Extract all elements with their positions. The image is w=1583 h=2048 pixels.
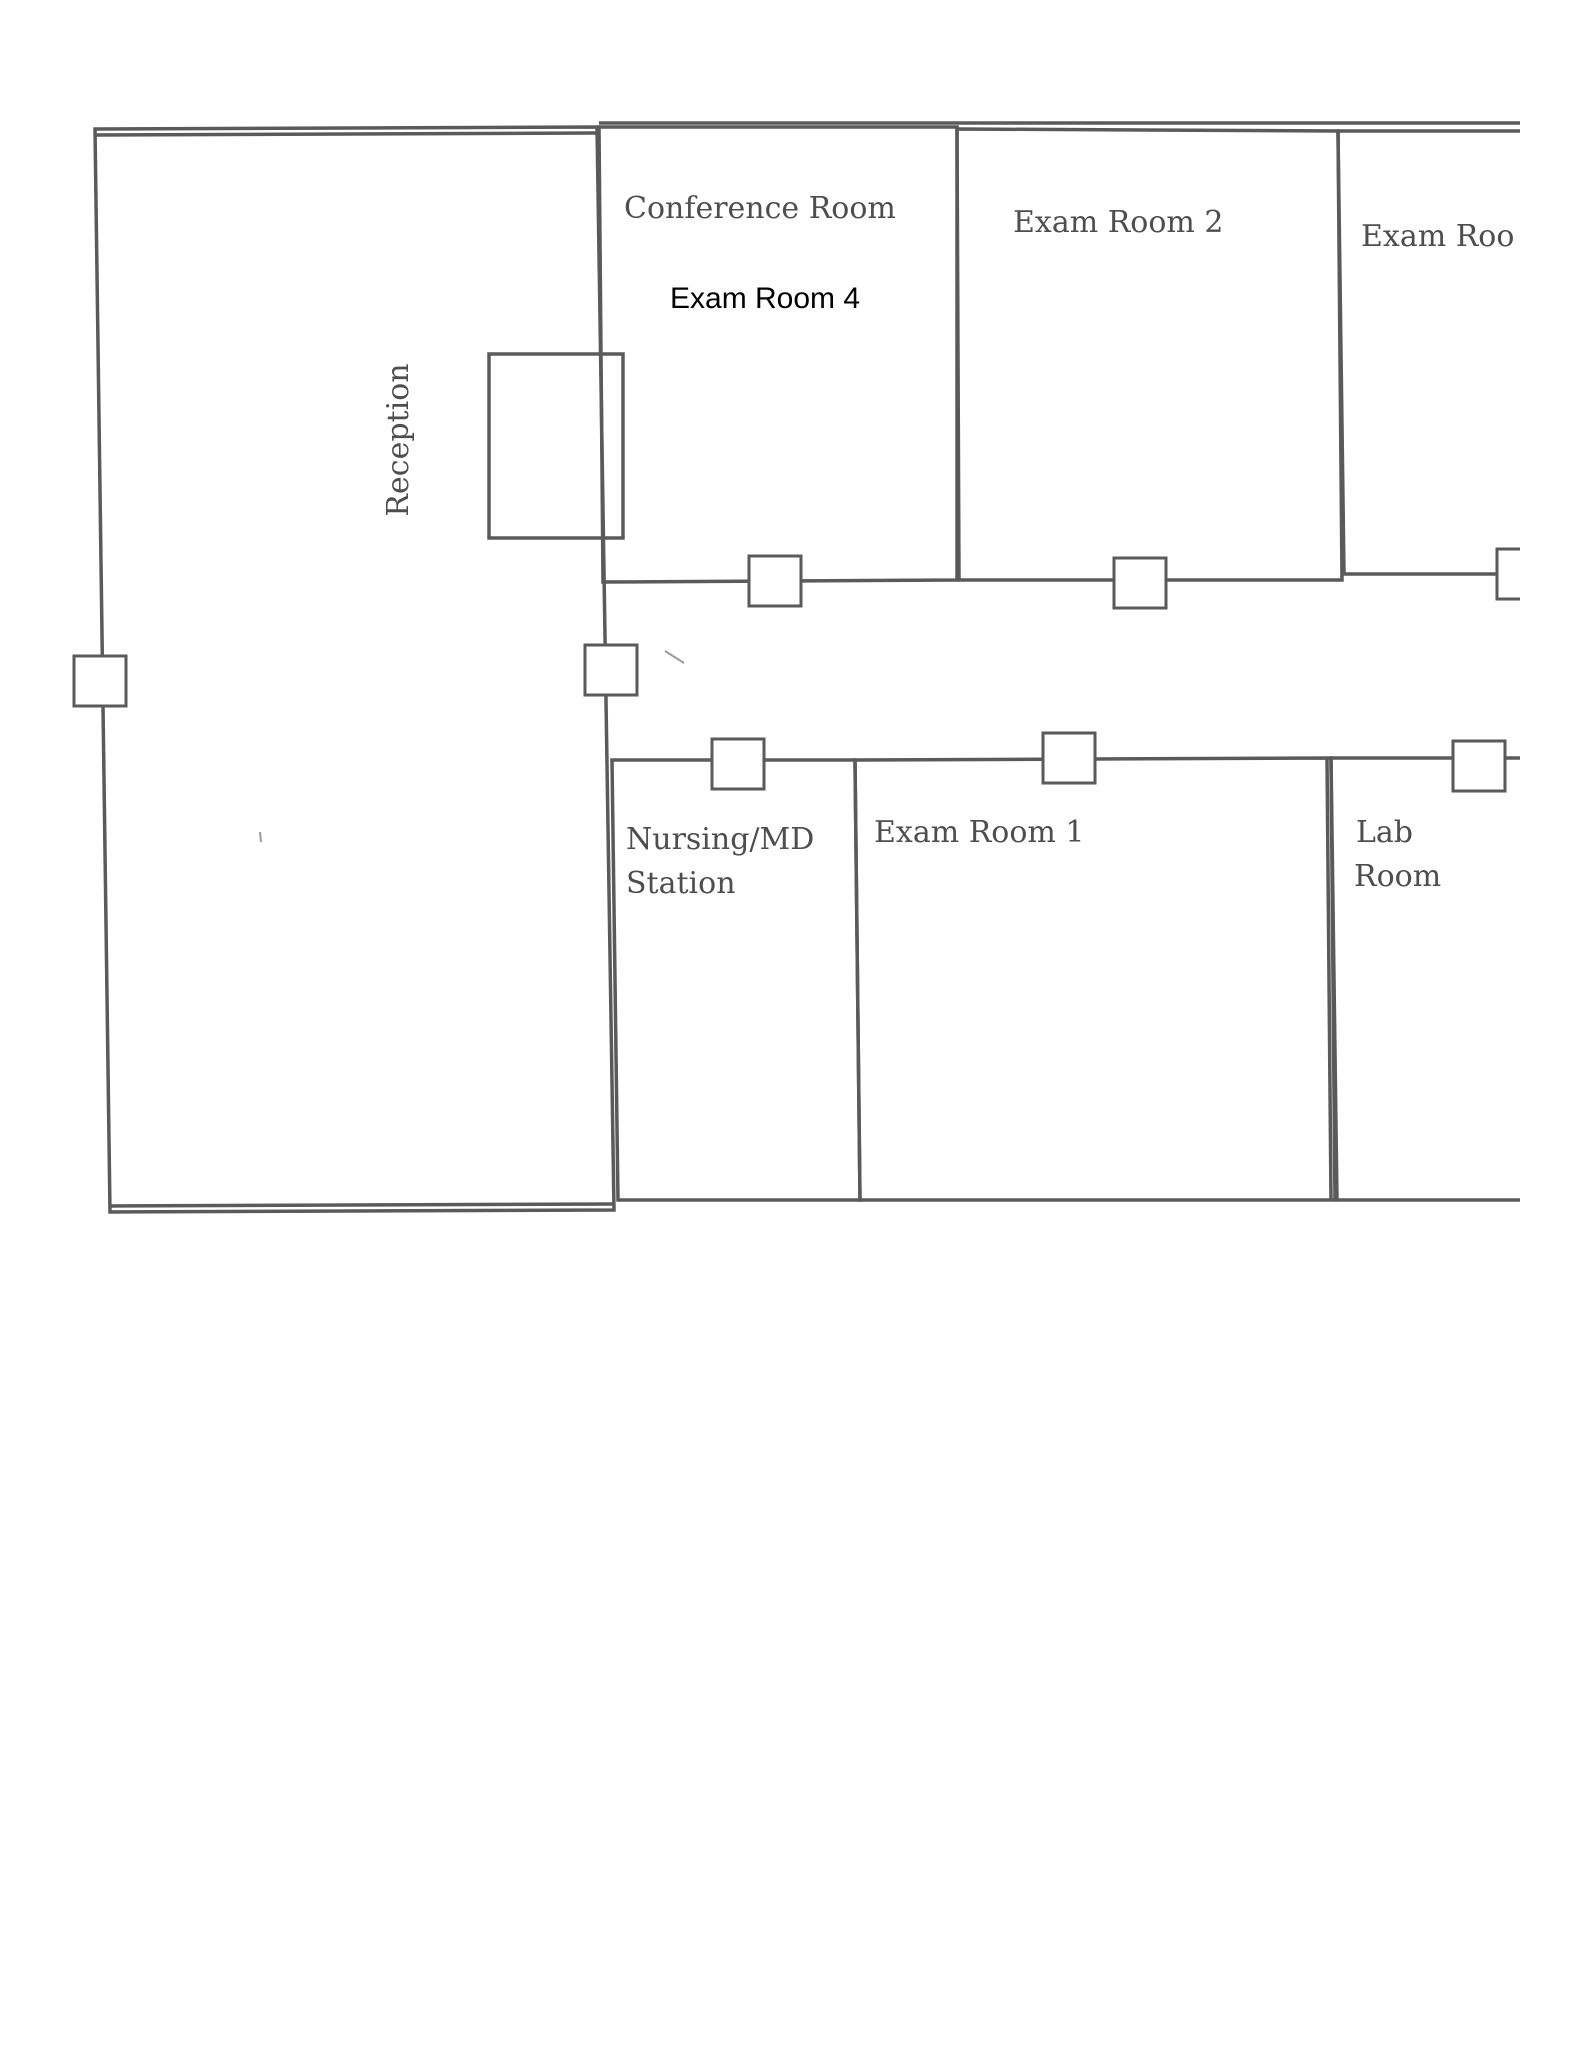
exam-room-1	[853, 756, 1337, 1202]
lab-room-double-line	[1325, 757, 1333, 1201]
reception-desk	[487, 352, 625, 540]
door-conference	[747, 554, 803, 608]
exam-room-4-label: Exam Room 4	[670, 282, 860, 315]
conference-room-label: Conference Room	[624, 191, 896, 226]
door-exam-2	[1112, 556, 1168, 610]
exam-room-1-label: Exam Room 1	[874, 815, 1084, 850]
exam-room-3	[1336, 129, 1520, 576]
door-exam-3	[1495, 547, 1520, 601]
nursing-station-label-line2: Station	[626, 866, 736, 901]
door-exam-1	[1041, 731, 1097, 785]
exam-room-2-label: Exam Room 2	[1013, 205, 1223, 240]
lab-room-label-line2: Room	[1354, 859, 1441, 894]
scan-mark	[664, 650, 685, 664]
reception-room	[93, 125, 616, 1214]
door-reception-exterior	[72, 654, 128, 708]
conference-room	[597, 125, 959, 584]
door-reception-hall	[583, 643, 639, 697]
lab-room-label-line1: Lab	[1356, 815, 1413, 850]
nursing-station-label-line1: Nursing/MD	[626, 822, 814, 857]
door-lab	[1451, 739, 1507, 793]
exam-room-3-label: Exam Roo	[1361, 219, 1514, 254]
exam-room-2	[955, 127, 1344, 582]
reception-top-inner-line	[94, 131, 598, 137]
door-nursing	[710, 737, 766, 791]
reception-label: Reception	[381, 363, 416, 516]
reception-bottom-inner-line	[109, 1202, 615, 1208]
scan-mark	[259, 831, 262, 843]
